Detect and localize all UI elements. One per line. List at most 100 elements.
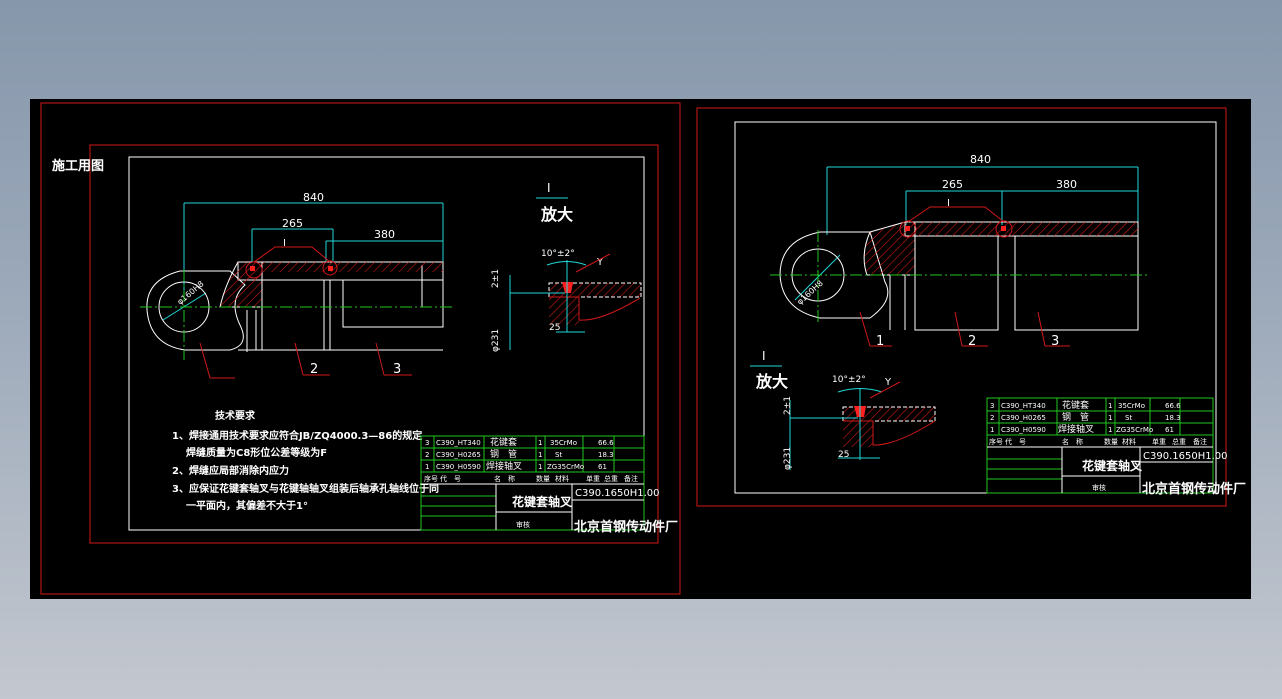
dim-tube-len: 380 [374,228,395,241]
bom-header: 名 称 [494,474,515,483]
sign-label: 审核 [516,520,530,529]
border-frame [734,121,1217,494]
bom-header: 备注 [624,474,638,483]
bom-name: 花键套 [1062,399,1089,411]
drawing-name: 花键套轴叉 [1082,458,1143,473]
bom-header: 单重 [586,474,600,483]
bom-header: 代 号 [440,474,461,483]
bom-qty: 1 [1108,426,1112,434]
title-block-right: 3 C390_HT340 花键套 1 35CrMo 66.6 2 C390_H0265 钢 管… [986,397,1246,497]
tube-hatch [262,262,443,272]
weld-symbol: Y [596,257,604,268]
bom-material: ZG35CrMo [547,463,584,471]
bom-qty: 1 [538,439,542,447]
weld-symbol: Y [884,377,892,388]
dim-angle: 10°±2° [832,375,866,385]
bom-header: 名 称 [1062,437,1083,446]
part-label-2: 2 [968,334,976,349]
shaft-assembly [779,221,1139,331]
dim-overall: 840 [303,191,324,204]
bom-header: 单重 [1152,437,1166,446]
dim-weld-span: 265 [942,178,963,191]
weld-hatch [219,261,263,308]
bom-weight: 61 [598,463,607,471]
dim-dia: φ231 [783,447,793,470]
tech-line: 焊缝质量为C8形位公差等级为F [186,446,327,459]
bom-no: 1 [990,426,994,434]
bom-qty: 1 [538,451,542,459]
outer-frame [696,107,1227,507]
detail-callouts [859,206,1070,347]
dim-overall: 840 [970,153,991,166]
bom-name: 钢 管 [490,448,517,460]
bom-header: 材料 [1122,437,1136,446]
bom-header: 总重 [604,474,618,483]
bom-code: C390_H0590 [1001,426,1046,434]
outer-frame [40,102,681,595]
dim-gap: 2±1 [783,396,793,415]
bom-code: C390_HT340 [1001,402,1046,410]
bom-header: 总重 [1172,437,1186,446]
bom-header: 数量 [1104,437,1118,446]
part-label-3: 3 [1051,334,1059,349]
tech-line: 2、焊缝应局部消除内应力 [172,464,289,477]
tube-hatch [915,222,1138,236]
tech-line: 3、应保证花键套轴叉与花键轴轴叉组装后轴承孔轴线位于同 [172,482,439,495]
cad-model-space[interactable]: 施工用图 840 265 380 φ160H8 [30,99,1251,599]
callout-mark: I [947,198,950,209]
bom-no: 2 [425,451,429,459]
company-name: 北京首钢传动件厂 [1142,481,1246,497]
bom-no: 3 [425,439,429,447]
tech-line: 1、焊接通用技术要求应符合JB/ZQ4000.3—86的规定 [172,429,422,442]
bom-header: 代 号 [1005,437,1026,446]
bom-material: 35CrMo [1118,402,1145,410]
tech-requirements: 技术要求 1、焊接通用技术要求应符合JB/ZQ4000.3—86的规定 焊缝质量… [172,409,439,512]
bom-name: 焊接轴叉 [486,460,522,472]
bom-material: St [1125,414,1132,422]
dim-depth: 25 [549,323,560,333]
detail-title: 放大 [540,205,573,224]
title-block-left: 3 C390_HT340 花键套 1 35CrMo 66.6 2 C390_H0265 钢 管… [420,435,678,535]
bom-code: C390_H0265 [1001,414,1046,422]
bom-material: 35CrMo [550,439,577,447]
weld-detail [509,253,642,350]
bom-qty: 1 [538,463,542,471]
dim-gap: 2±1 [491,269,501,288]
bom-code: C390_H0590 [436,463,481,471]
bom-name: 焊接轴叉 [1058,423,1094,435]
bom-name: 钢 管 [1062,411,1089,423]
bom-header: 数量 [536,474,550,483]
bom-header: 序号 [424,474,438,483]
dim-tube-len: 380 [1056,178,1077,191]
bom-material: ZG35CrMo [1116,426,1153,434]
bom-no: 3 [990,402,994,410]
part-label-2: 2 [310,362,318,377]
detail-mark: I [762,349,766,363]
bom-weight: 66.6 [1165,402,1181,410]
tech-title: 技术要求 [215,409,256,422]
center-lines [140,270,455,360]
bom-weight: 18.3 [598,451,614,459]
detail-mark: I [547,181,551,195]
bom-code: C390_HT340 [436,439,481,447]
bom-weight: 18.3 [1165,414,1181,422]
drawing-name: 花键套轴叉 [512,494,573,509]
bom-no: 2 [990,414,994,422]
weld-detail [789,381,936,470]
dim-depth: 25 [838,450,849,460]
bom-material: St [555,451,562,459]
bom-header: 材料 [555,474,569,483]
left-sheet: 施工用图 840 265 380 φ160H8 [40,102,681,595]
part-label-1: 1 [876,334,884,349]
center-lines [770,230,1148,322]
border-frame [128,156,645,531]
dim-dia: φ231 [491,329,501,352]
part-label-3: 3 [393,362,401,377]
bom-header: 备注 [1193,437,1207,446]
bom-name: 花键套 [490,436,517,448]
dim-bore: φ160H8 [795,279,825,307]
drawing-number: C390.1650H1.00 [1143,451,1227,462]
bom-code: C390_H0265 [436,451,481,459]
bom-qty: 1 [1108,414,1112,422]
bom-weight: 66.6 [598,439,614,447]
